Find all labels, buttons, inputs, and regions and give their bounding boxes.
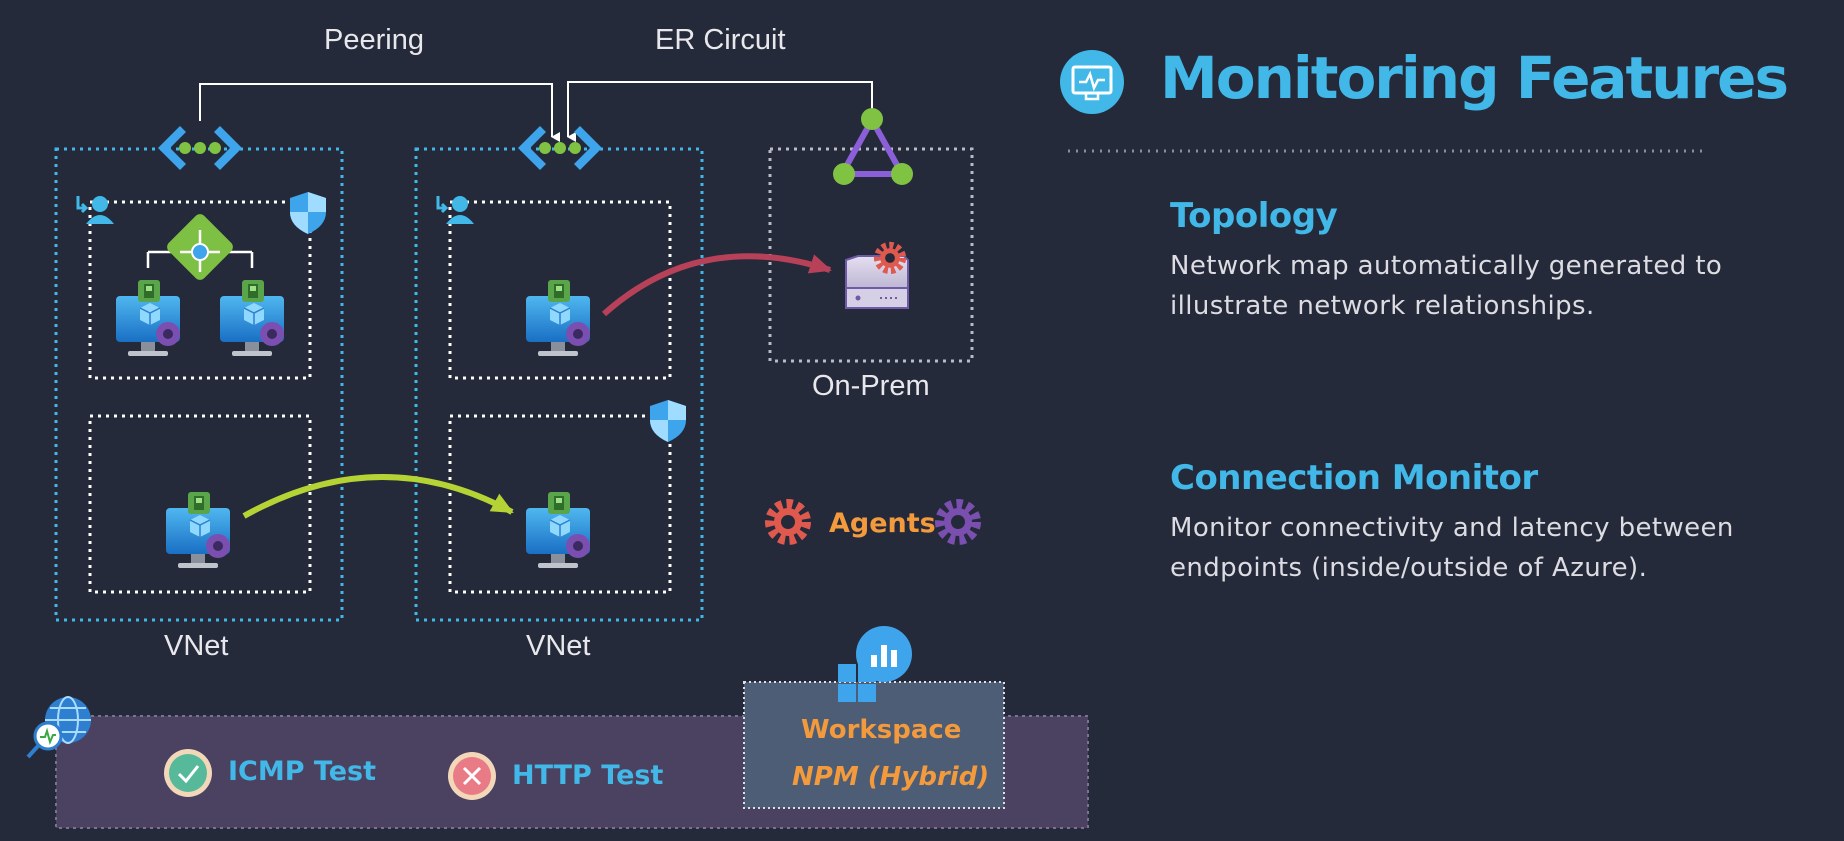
http-test-label: HTTP Test [512, 760, 664, 791]
icmp-test-label: ICMP Test [228, 756, 377, 787]
vm-icon [219, 279, 285, 357]
topology-heading: Topology [1170, 196, 1338, 236]
page-title: Monitoring Features [1160, 44, 1789, 112]
topology-description: Network map automatically generated to i… [1170, 251, 1723, 321]
peering-label: Peering [324, 24, 424, 56]
agent-gear-icon [940, 504, 976, 540]
workspace-label: Workspace [801, 715, 962, 745]
er-circuit-connector [567, 81, 873, 142]
vnet-right-box [414, 147, 704, 622]
er-circuit-label: ER Circuit [655, 24, 786, 56]
user-icon [76, 194, 116, 226]
subnet-left-bottom [88, 414, 312, 594]
onprem-label: On-Prem [812, 370, 930, 402]
agents-label: Agents [829, 508, 936, 539]
connection-monitor-heading: Connection Monitor [1170, 458, 1538, 498]
connection-monitor-description: Monitor connectivity and latency between… [1170, 513, 1734, 583]
subnet-right-bottom [448, 414, 672, 594]
peering-connector [199, 83, 560, 142]
connection-arrow-green [242, 474, 514, 519]
monitor-icon [1060, 50, 1124, 114]
npm-label: NPM (Hybrid) [792, 762, 990, 792]
vm-icon [525, 279, 591, 357]
vnet-left-box [54, 147, 344, 622]
subnet-left-top [88, 200, 312, 380]
log-analytics-workspace-icon [838, 626, 912, 702]
network-watcher-icon [26, 696, 91, 759]
subnet-right-top [448, 200, 672, 380]
nsg-shield-icon [290, 192, 326, 234]
icmp-pass-icon [164, 749, 212, 797]
onprem-server-icon [845, 245, 909, 309]
nsg-shield-icon [650, 400, 686, 442]
vm-icon [115, 279, 181, 357]
http-fail-icon [448, 752, 496, 800]
er-circuit-icon [833, 108, 913, 185]
user-icon [436, 194, 476, 226]
vm-icon [165, 491, 231, 569]
vm-icon [525, 491, 591, 569]
connection-arrow-red [601, 253, 832, 317]
vnet-right-label: VNet [526, 630, 591, 662]
agent-gear-icon [770, 504, 806, 540]
load-balancer-icon [146, 214, 254, 280]
vnet-left-label: VNet [164, 630, 229, 662]
